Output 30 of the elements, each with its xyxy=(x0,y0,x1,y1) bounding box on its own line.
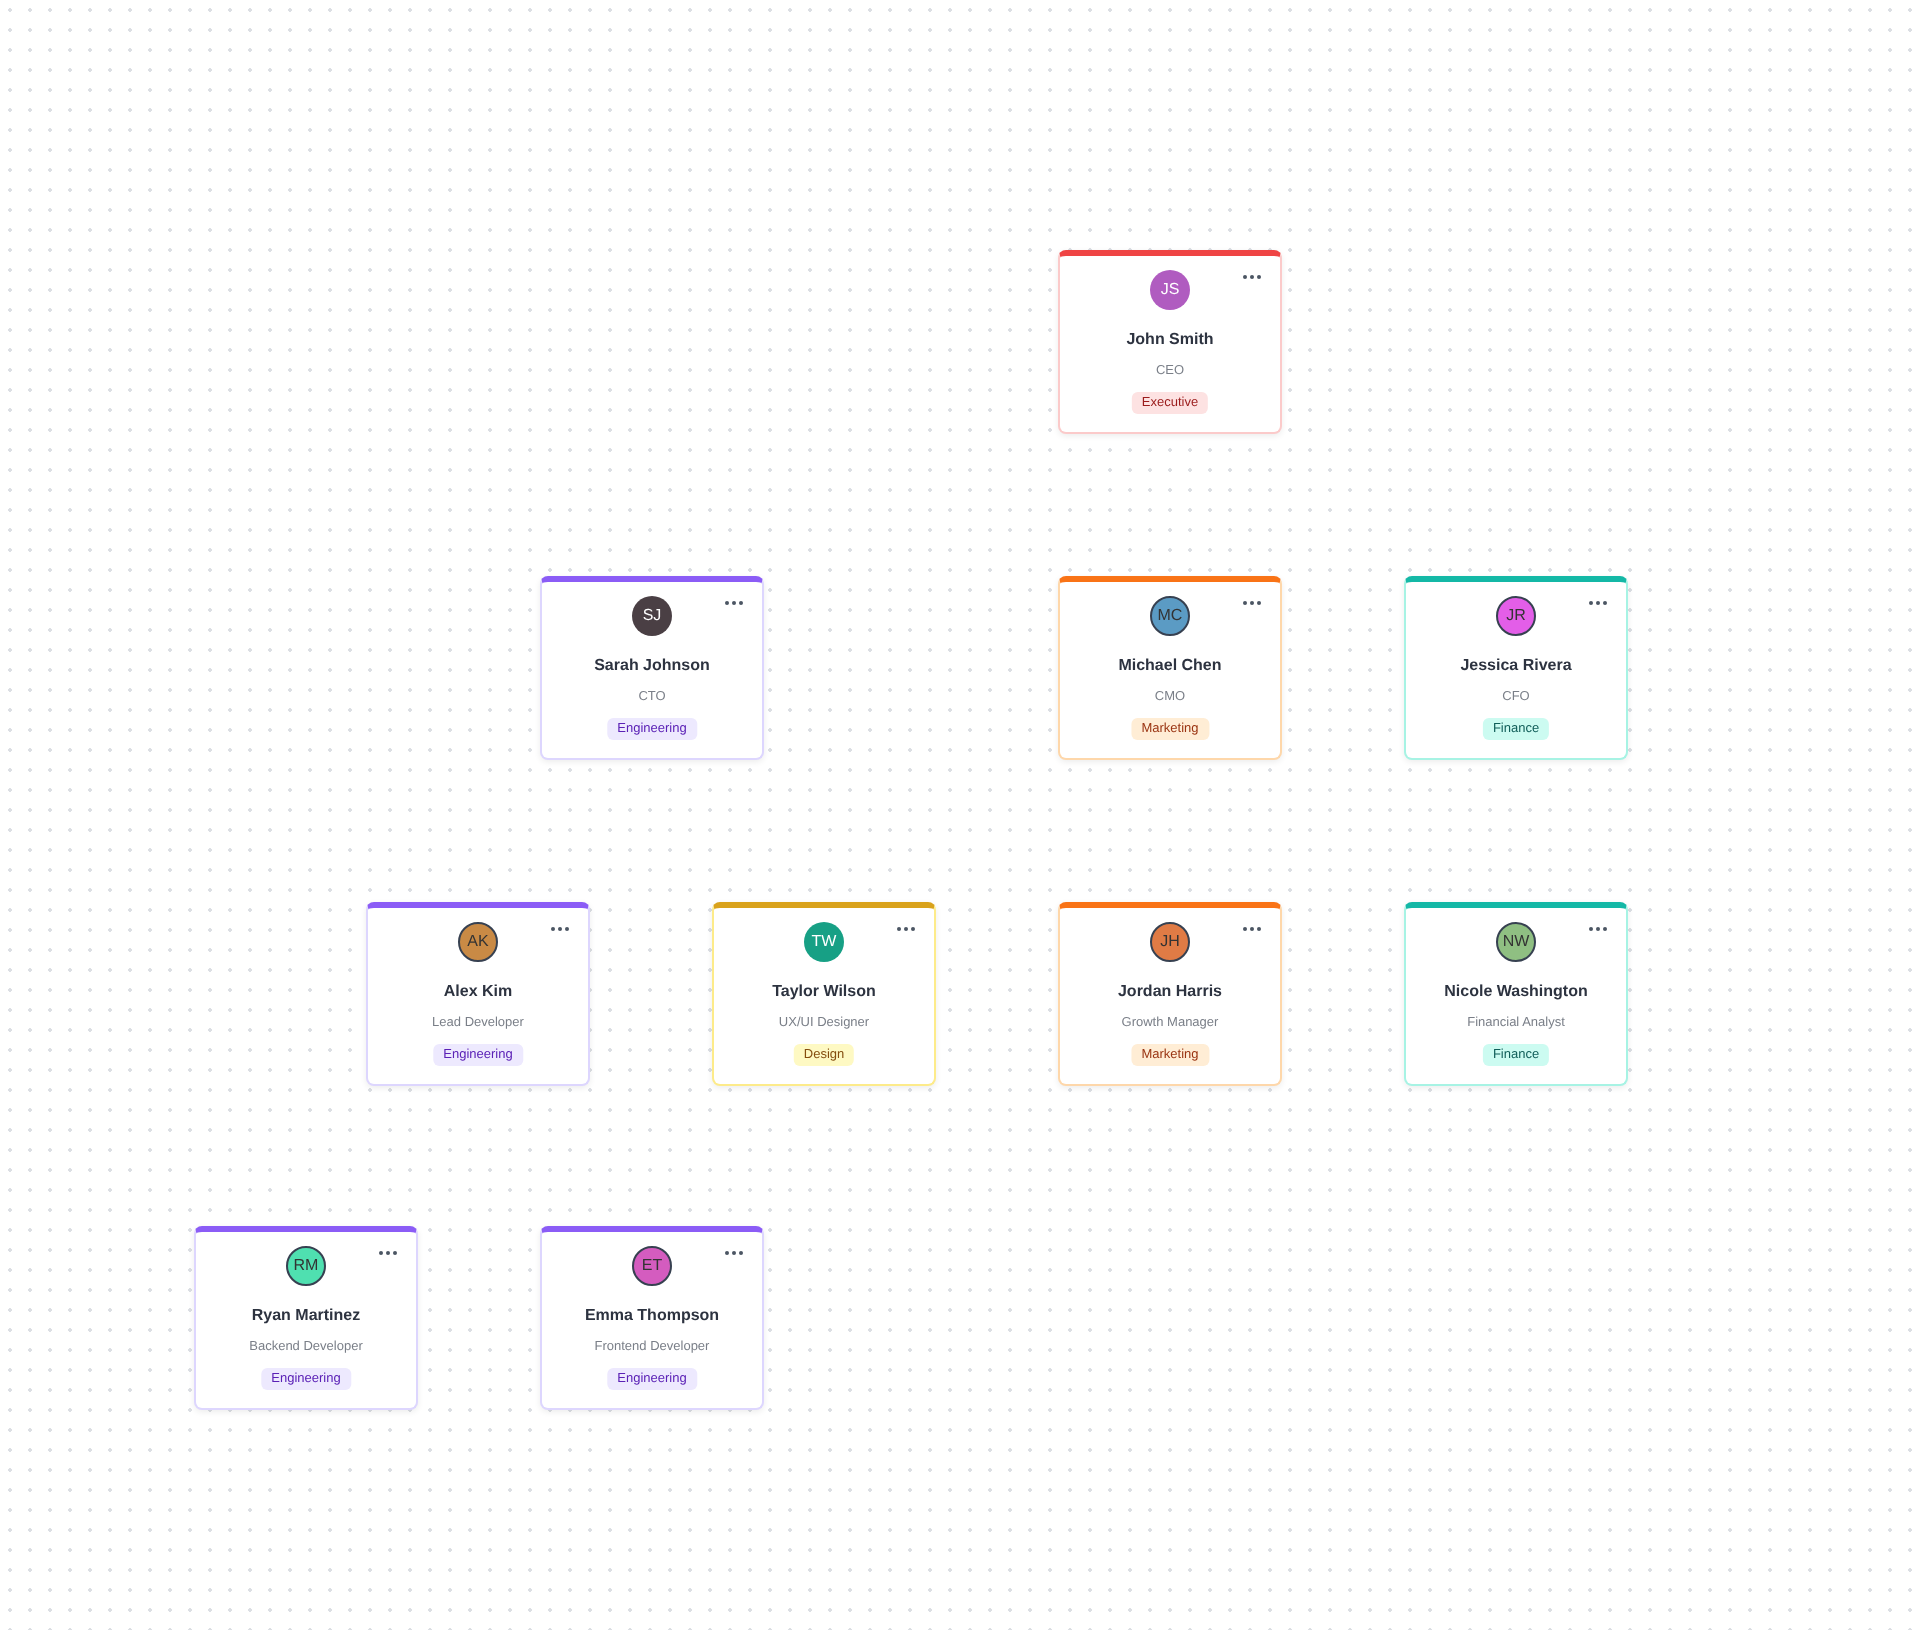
person-name: Sarah Johnson xyxy=(592,656,712,674)
profile-card xyxy=(540,576,764,760)
avatar: TW xyxy=(804,922,844,962)
person-name: Ryan Martinez xyxy=(249,1306,363,1324)
avatar: MC xyxy=(1150,596,1190,636)
person-name: Nicole Washington xyxy=(1442,982,1590,1000)
avatar: JH xyxy=(1150,922,1190,962)
avatar: JR xyxy=(1496,596,1536,636)
profile-card xyxy=(1404,576,1628,760)
profile-card xyxy=(194,1226,418,1410)
avatar: SJ xyxy=(632,596,672,636)
profile-card xyxy=(540,1226,764,1410)
person-name: Jessica Rivera xyxy=(1458,656,1574,674)
person-name: John Smith xyxy=(1124,330,1216,348)
avatar: RM xyxy=(286,1246,326,1286)
profile-card xyxy=(712,902,936,1086)
profile-card xyxy=(366,902,590,1086)
profile-card xyxy=(1058,902,1282,1086)
profile-card xyxy=(1404,902,1628,1086)
profile-card xyxy=(1058,576,1282,760)
person-name: Michael Chen xyxy=(1116,656,1224,674)
person-name: Jordan Harris xyxy=(1115,982,1225,1000)
avatar: JS xyxy=(1150,270,1190,310)
profile-card xyxy=(1058,250,1282,434)
avatar: AK xyxy=(458,922,498,962)
person-name: Emma Thompson xyxy=(582,1306,722,1324)
avatar: NW xyxy=(1496,922,1536,962)
person-name: Alex Kim xyxy=(441,982,515,1000)
person-name: Taylor Wilson xyxy=(770,982,878,1000)
avatar: ET xyxy=(632,1246,672,1286)
